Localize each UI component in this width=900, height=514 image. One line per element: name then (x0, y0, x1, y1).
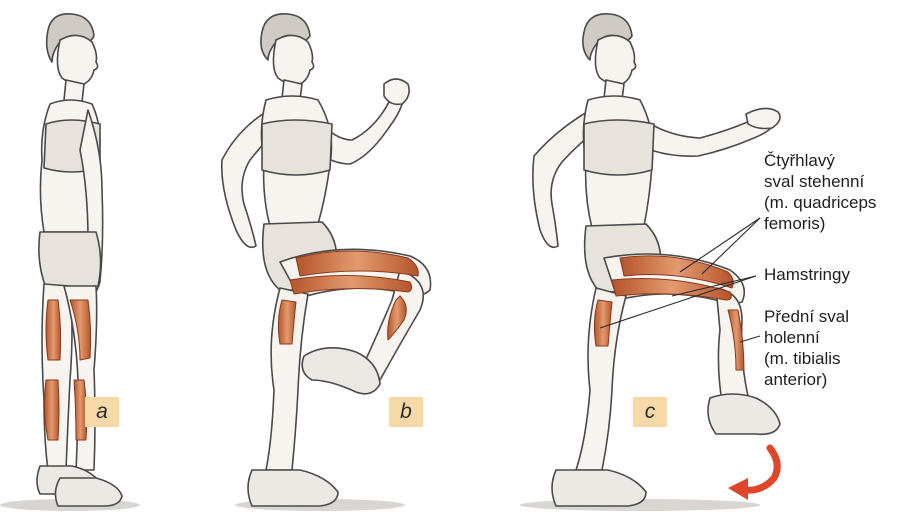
panel-label-c: c (633, 397, 667, 427)
annotation-quadriceps: Čtyřhlavý sval stehenní (m. quadriceps f… (764, 150, 876, 234)
shoe-forward (708, 394, 780, 434)
rotation-arc (744, 448, 777, 490)
figure-a (0, 14, 140, 511)
fist (384, 79, 409, 104)
figure-c (520, 14, 780, 511)
leader-tibialis (740, 336, 760, 342)
shoe-front (55, 478, 122, 506)
annotation-tibialis-line-3: (m. tibialis (764, 348, 849, 369)
annotation-tibialis-line-4: anterior) (764, 369, 849, 390)
calf-muscle-a (44, 380, 59, 440)
leader-quad-1 (680, 218, 760, 272)
shorts (39, 232, 101, 288)
panel-label-a: a (85, 397, 119, 427)
annotation-quadriceps-line-4: femoris) (764, 213, 876, 234)
annotation-hamstrings: Hamstringy (764, 264, 850, 285)
head (57, 35, 97, 84)
annotation-hamstrings-line-1: Hamstringy (764, 264, 850, 285)
hamstring-muscle-a (46, 300, 61, 360)
neck (64, 80, 84, 102)
head (273, 35, 313, 84)
annotation-quadriceps-line-1: Čtyřhlavý (764, 150, 876, 171)
annotation-tibialis-line-2: holenní (764, 327, 849, 348)
figure-b (222, 14, 431, 511)
rotation-arrow-icon (728, 448, 777, 500)
leader-quad-2 (702, 218, 760, 274)
sports-bra (584, 120, 654, 175)
shoe-standing (248, 470, 338, 506)
annotation-tibialis: Přední sval holenní (m. tibialis anterio… (764, 306, 849, 390)
rotation-arrowhead (728, 478, 748, 500)
hand (746, 108, 780, 128)
panel-label-b: b (389, 397, 423, 427)
annotation-quadriceps-line-2: sval stehenní (764, 171, 876, 192)
annotation-tibialis-line-1: Přední sval (764, 306, 849, 327)
shoe-back (552, 470, 646, 506)
annotation-quadriceps-line-3: (m. quadriceps (764, 192, 876, 213)
sports-bra (262, 120, 332, 175)
head (595, 35, 635, 84)
